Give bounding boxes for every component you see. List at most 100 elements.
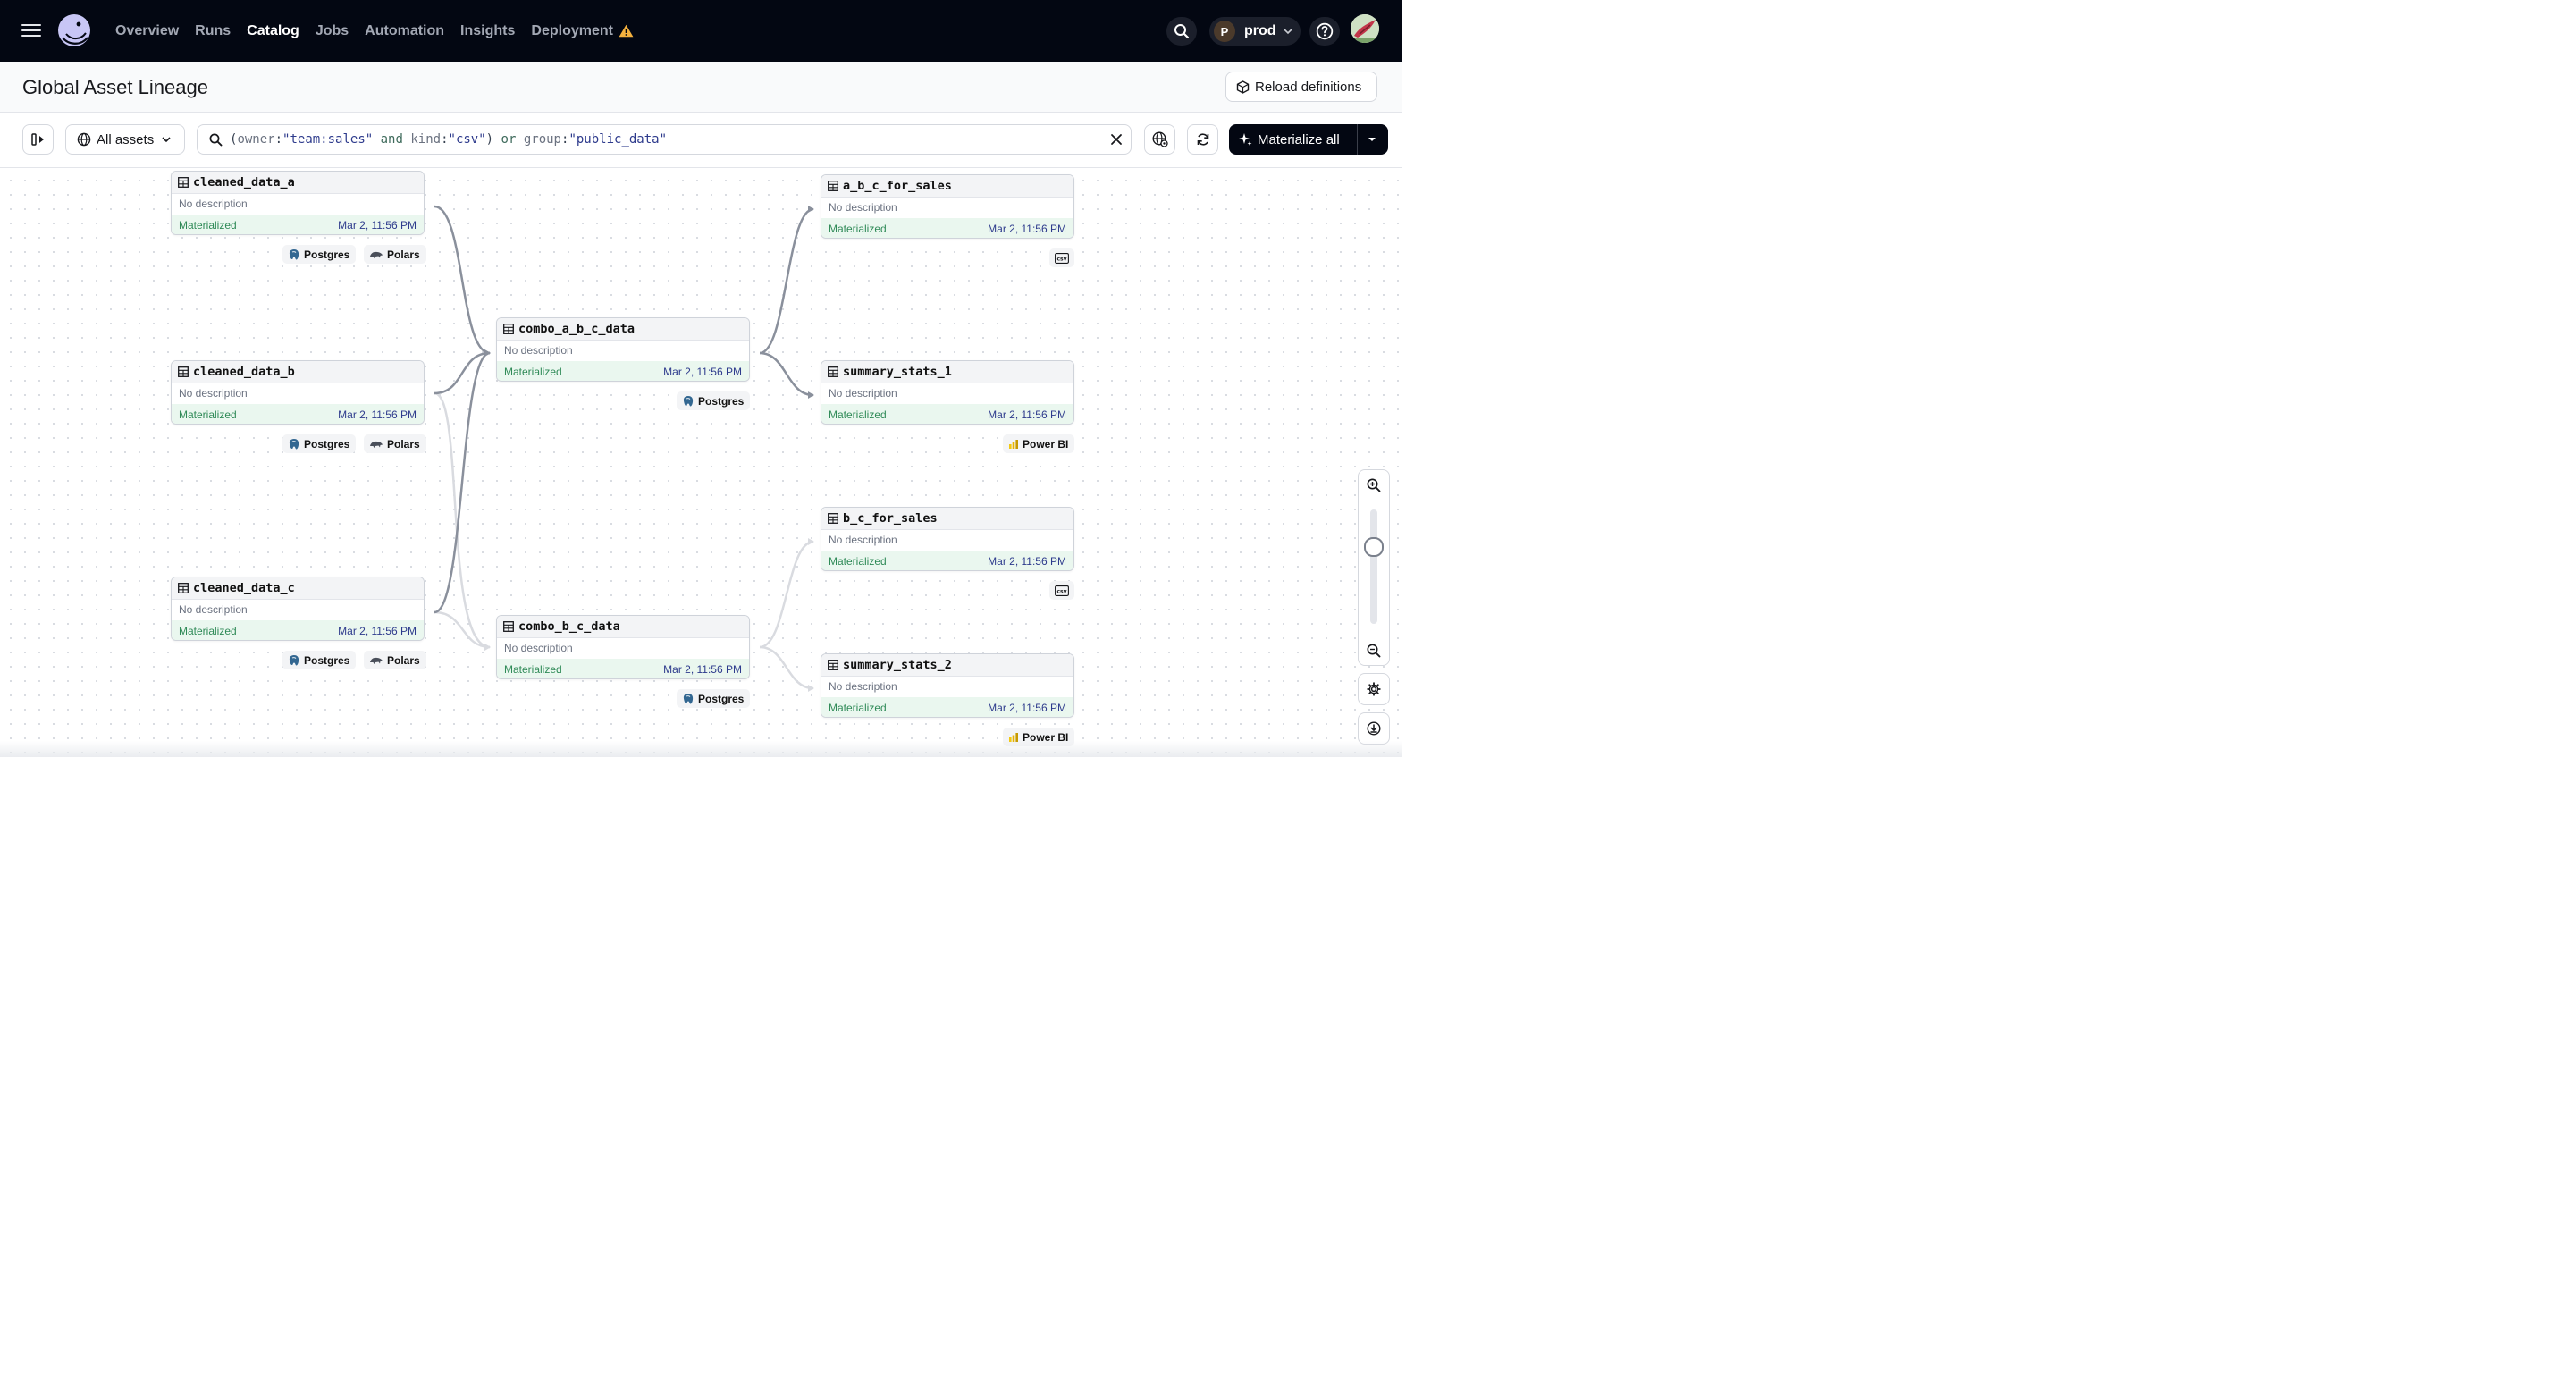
asset-status-row: Materialized Mar 2, 11:56 PM <box>821 404 1073 424</box>
kind-tag-polars[interactable]: Polars <box>364 245 426 264</box>
lineage-edges <box>434 205 814 692</box>
asset-node-cleaned-data-c[interactable]: cleaned_data_c No description Materializ… <box>171 577 425 641</box>
materialization-timestamp[interactable]: Mar 2, 11:56 PM <box>988 222 1066 235</box>
asset-node-cleaned-data-b[interactable]: cleaned_data_b No description Materializ… <box>171 360 425 425</box>
sidebar-toggle-button[interactable] <box>22 124 54 155</box>
chevron-down-icon <box>162 136 171 142</box>
kind-tag-polars[interactable]: Polars <box>364 434 426 453</box>
asset-graph-canvas[interactable]: cleaned_data_a No description Materializ… <box>0 168 1402 757</box>
asset-node-summary-stats-1[interactable]: summary_stats_1 No description Materiali… <box>821 360 1074 425</box>
asset-name: combo_a_b_c_data <box>518 322 636 336</box>
table-icon <box>828 660 838 670</box>
hamburger-icon[interactable] <box>21 21 41 39</box>
kind-tag-powerbi[interactable]: Power BI <box>1003 434 1075 453</box>
nav-deployment[interactable]: Deployment <box>531 23 634 39</box>
search-button[interactable] <box>1166 17 1197 46</box>
edge-b-to-combo-bc <box>434 391 491 651</box>
asset-scope-select[interactable]: All assets <box>65 124 185 155</box>
asset-selection-input[interactable]: (owner:"team:sales" and kind:"csv") or g… <box>197 124 1132 155</box>
asset-status-row: Materialized Mar 2, 11:56 PM <box>821 551 1073 570</box>
reload-definitions-label: Reload definitions <box>1255 79 1362 95</box>
materialization-timestamp[interactable]: Mar 2, 11:56 PM <box>663 662 742 676</box>
chevron-down-icon <box>1283 28 1292 34</box>
deployment-switcher[interactable]: P prod <box>1209 17 1301 46</box>
materialization-timestamp[interactable]: Mar 2, 11:56 PM <box>338 624 417 637</box>
search-icon <box>209 133 223 146</box>
warning-icon <box>619 24 634 38</box>
materialization-timestamp[interactable]: Mar 2, 11:56 PM <box>663 365 742 378</box>
nav-runs[interactable]: Runs <box>195 22 232 38</box>
kind-tag-label: Power BI <box>1023 730 1069 744</box>
edge-combo-bc-to-stats2 <box>759 645 814 692</box>
asset-node-summary-stats-2[interactable]: summary_stats_2 No description Materiali… <box>821 653 1074 718</box>
asset-node-cleaned-data-a[interactable]: cleaned_data_a No description Materializ… <box>171 171 425 235</box>
zoom-slider-handle[interactable] <box>1364 537 1384 557</box>
zoom-controls <box>1358 469 1390 666</box>
asset-name: b_c_for_sales <box>843 511 938 526</box>
download-graph-button[interactable] <box>1358 712 1390 745</box>
close-icon[interactable] <box>1109 132 1124 147</box>
zoom-slider-track[interactable] <box>1370 509 1377 624</box>
kind-tag-postgres[interactable]: Postgres <box>677 689 751 708</box>
help-button[interactable] <box>1309 17 1340 46</box>
nav-overview[interactable]: Overview <box>115 22 180 38</box>
materialization-timestamp[interactable]: Mar 2, 11:56 PM <box>338 218 417 232</box>
nav-jobs[interactable]: Jobs <box>315 22 349 38</box>
asset-description: No description <box>829 201 897 214</box>
materialization-status: Materialized <box>504 662 562 676</box>
nav-catalog[interactable]: Catalog <box>247 22 299 38</box>
zoom-out-icon[interactable] <box>1366 643 1382 659</box>
materialization-status: Materialized <box>504 365 562 378</box>
user-avatar[interactable] <box>1351 14 1379 43</box>
kind-tag-postgres[interactable]: Postgres <box>282 434 357 453</box>
materialization-status: Materialized <box>829 408 887 421</box>
gear-icon <box>1367 682 1381 696</box>
materialization-status: Materialized <box>179 218 237 232</box>
table-icon <box>828 181 838 191</box>
kind-tag-postgres[interactable]: Postgres <box>282 245 357 264</box>
materialization-timestamp[interactable]: Mar 2, 11:56 PM <box>988 554 1066 568</box>
asset-description: No description <box>179 387 248 400</box>
globe-icon <box>1151 131 1168 147</box>
edge-c-to-combo-abc <box>434 349 491 614</box>
kind-tag-polars[interactable]: Polars <box>364 651 426 669</box>
polars-icon <box>370 657 383 664</box>
nav-automation[interactable]: Automation <box>365 22 445 38</box>
asset-node-header: cleaned_data_b <box>172 361 424 383</box>
edge-combo-bc-to-bc-sales <box>759 538 814 649</box>
zoom-in-icon[interactable] <box>1366 477 1382 493</box>
kind-tag-postgres[interactable]: Postgres <box>282 651 357 669</box>
asset-node-combo-b-c-data[interactable]: combo_b_c_data No description Materializ… <box>496 615 750 679</box>
materialize-all-button[interactable]: Materialize all <box>1229 124 1388 155</box>
refresh-button[interactable] <box>1187 124 1218 155</box>
code-location-filter-button[interactable] <box>1144 124 1175 155</box>
query-token <box>516 132 523 147</box>
asset-description: No description <box>504 642 573 654</box>
postgres-icon <box>289 654 299 665</box>
asset-node-combo-a-b-c-data[interactable]: combo_a_b_c_data No description Material… <box>496 317 750 382</box>
top-navigation: Overview Runs Catalog Jobs Automation In… <box>0 0 1402 62</box>
kind-tag-csv[interactable]: csv <box>1049 581 1074 600</box>
chevron-down-icon[interactable] <box>1368 136 1376 143</box>
materialization-status: Materialized <box>829 554 887 568</box>
materialization-timestamp[interactable]: Mar 2, 11:56 PM <box>338 408 417 421</box>
asset-node-b-c-for-sales[interactable]: b_c_for_sales No description Materialize… <box>821 507 1074 571</box>
asset-status-row: Materialized Mar 2, 11:56 PM <box>172 215 424 234</box>
reload-definitions-button[interactable]: Reload definitions <box>1225 72 1377 102</box>
query-token <box>373 132 380 147</box>
graph-settings-button[interactable] <box>1358 673 1390 705</box>
query-token: : <box>441 132 449 147</box>
materialization-timestamp[interactable]: Mar 2, 11:56 PM <box>988 408 1066 421</box>
asset-status-row: Materialized Mar 2, 11:56 PM <box>172 404 424 424</box>
materialization-timestamp[interactable]: Mar 2, 11:56 PM <box>988 701 1066 714</box>
nav-insights[interactable]: Insights <box>460 22 516 38</box>
dagster-logo[interactable] <box>55 13 93 50</box>
kind-tag-postgres[interactable]: Postgres <box>677 391 751 410</box>
kind-tag-csv[interactable]: csv <box>1049 248 1074 267</box>
asset-description: No description <box>829 680 897 693</box>
asset-node-header: cleaned_data_c <box>172 577 424 600</box>
materialization-status: Materialized <box>829 222 887 235</box>
polars-icon <box>370 251 383 258</box>
asset-node-a-b-c-for-sales[interactable]: a_b_c_for_sales No description Materiali… <box>821 174 1074 239</box>
svg-text:csv: csv <box>1056 256 1066 262</box>
